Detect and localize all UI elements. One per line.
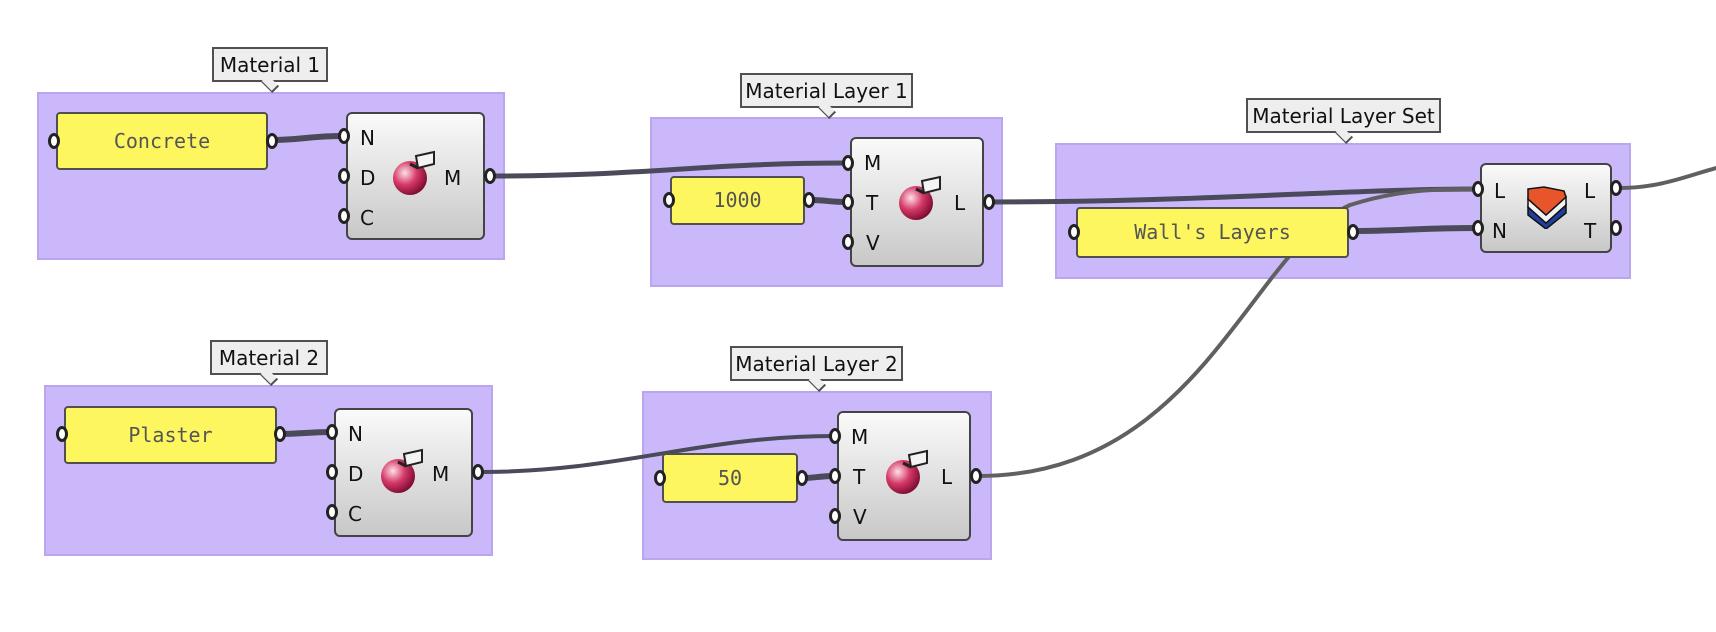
- grip-m2-in-c[interactable]: [326, 504, 338, 520]
- component-material-2[interactable]: N D C M: [334, 408, 473, 537]
- grip-panel-1000-in[interactable]: [663, 192, 675, 208]
- material-layer-icon: [886, 449, 928, 494]
- grip-ml1-in-v[interactable]: [842, 234, 854, 250]
- grip-ml2-in-v[interactable]: [829, 508, 841, 524]
- wire-set-output[interactable]: [1618, 166, 1716, 190]
- input-t: T: [866, 191, 879, 215]
- input-n: N: [348, 422, 363, 446]
- grip-panel-50-in[interactable]: [654, 470, 666, 486]
- grip-ml2-out-l[interactable]: [970, 468, 982, 484]
- grip-m1-in-c[interactable]: [338, 208, 350, 224]
- grip-set-out-l[interactable]: [1610, 180, 1622, 196]
- input-c: C: [360, 206, 374, 230]
- grip-panel-concrete-in[interactable]: [48, 133, 60, 149]
- input-d: D: [360, 166, 376, 190]
- layer-set-icon: [1527, 186, 1567, 229]
- input-l: L: [1494, 179, 1506, 203]
- grip-panel-layers-out[interactable]: [1347, 224, 1359, 240]
- input-t: T: [853, 465, 866, 489]
- grip-ml2-in-t[interactable]: [829, 468, 841, 484]
- input-v: V: [853, 505, 867, 529]
- panel-layers-name[interactable]: Wall's Layers: [1076, 207, 1349, 258]
- grip-ml1-in-m[interactable]: [842, 155, 854, 171]
- input-c: C: [348, 502, 362, 526]
- output-l: L: [941, 465, 953, 489]
- panel-concrete[interactable]: Concrete: [56, 112, 268, 170]
- output-l: L: [1584, 179, 1596, 203]
- grip-m1-in-n[interactable]: [338, 128, 350, 144]
- component-material-1[interactable]: N D C M: [346, 112, 485, 240]
- output-m: M: [432, 462, 450, 486]
- group-tag-material-2: Material 2: [210, 340, 328, 375]
- grip-panel-layers-in[interactable]: [1068, 224, 1080, 240]
- input-n: N: [1492, 219, 1507, 243]
- component-material-layer-2[interactable]: M T V L: [837, 411, 971, 541]
- input-d: D: [348, 462, 364, 486]
- grip-set-out-t[interactable]: [1610, 220, 1622, 236]
- material-icon: [381, 448, 423, 493]
- panel-thickness-2[interactable]: 50: [662, 453, 798, 503]
- grip-m1-out-m[interactable]: [484, 168, 496, 184]
- group-tag-material-layer-2: Material Layer 2: [730, 346, 903, 381]
- grip-ml1-in-t[interactable]: [842, 194, 854, 210]
- grip-panel-50-out[interactable]: [796, 470, 808, 486]
- panel-thickness-1[interactable]: 1000: [670, 176, 805, 225]
- component-material-layer-1[interactable]: M T V L: [850, 137, 984, 267]
- group-tag-material-layer-set: Material Layer Set: [1246, 98, 1441, 133]
- output-l: L: [954, 191, 966, 215]
- grip-panel-1000-out[interactable]: [803, 192, 815, 208]
- group-tag-material-1: Material 1: [212, 47, 328, 82]
- input-n: N: [360, 126, 375, 150]
- material-layer-icon: [899, 175, 941, 220]
- grip-set-in-l[interactable]: [1472, 181, 1484, 197]
- grip-panel-plaster-in[interactable]: [56, 426, 68, 442]
- component-material-layer-set[interactable]: L N L T: [1480, 163, 1612, 253]
- grip-m2-in-d[interactable]: [326, 464, 338, 480]
- grip-m1-in-d[interactable]: [338, 168, 350, 184]
- group-tag-material-layer-1: Material Layer 1: [740, 73, 913, 108]
- grip-set-in-n[interactable]: [1472, 220, 1484, 236]
- panel-plaster[interactable]: Plaster: [64, 406, 277, 464]
- grip-m2-in-n[interactable]: [326, 424, 338, 440]
- input-m: M: [864, 151, 882, 175]
- output-m: M: [444, 166, 462, 190]
- grip-ml2-in-m[interactable]: [829, 428, 841, 444]
- grip-m2-out-m[interactable]: [472, 464, 484, 480]
- grip-ml1-out-l[interactable]: [983, 194, 995, 210]
- grip-panel-plaster-out[interactable]: [274, 426, 286, 442]
- grip-panel-concrete-out[interactable]: [266, 133, 278, 149]
- input-v: V: [866, 231, 880, 255]
- input-m: M: [851, 425, 869, 449]
- material-icon: [393, 150, 435, 195]
- output-t: T: [1584, 219, 1597, 243]
